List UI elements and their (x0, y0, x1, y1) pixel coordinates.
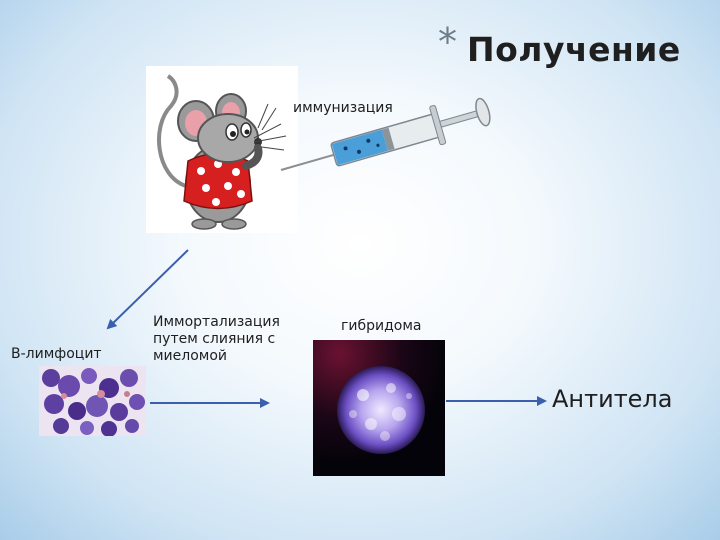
immortalization-label: Иммортализация путем слияния с миеломой (153, 314, 313, 365)
antibodies-label: Антитела (552, 385, 672, 413)
b-lymphocyte-label: В-лимфоцит (11, 346, 102, 362)
hybridoma-micrograph (313, 340, 445, 476)
immortalization-line-3: миеломой (153, 348, 313, 365)
immortalization-line-1: Иммортализация (153, 314, 313, 331)
b-cells-icon (39, 366, 146, 436)
syringe-icon (275, 91, 494, 189)
b-lymphocyte-micrograph (39, 366, 146, 436)
hybridoma-label: гибридома (341, 318, 421, 334)
hybridoma-cell-icon (313, 340, 445, 476)
immortalization-line-2: путем слияния с (153, 331, 313, 348)
